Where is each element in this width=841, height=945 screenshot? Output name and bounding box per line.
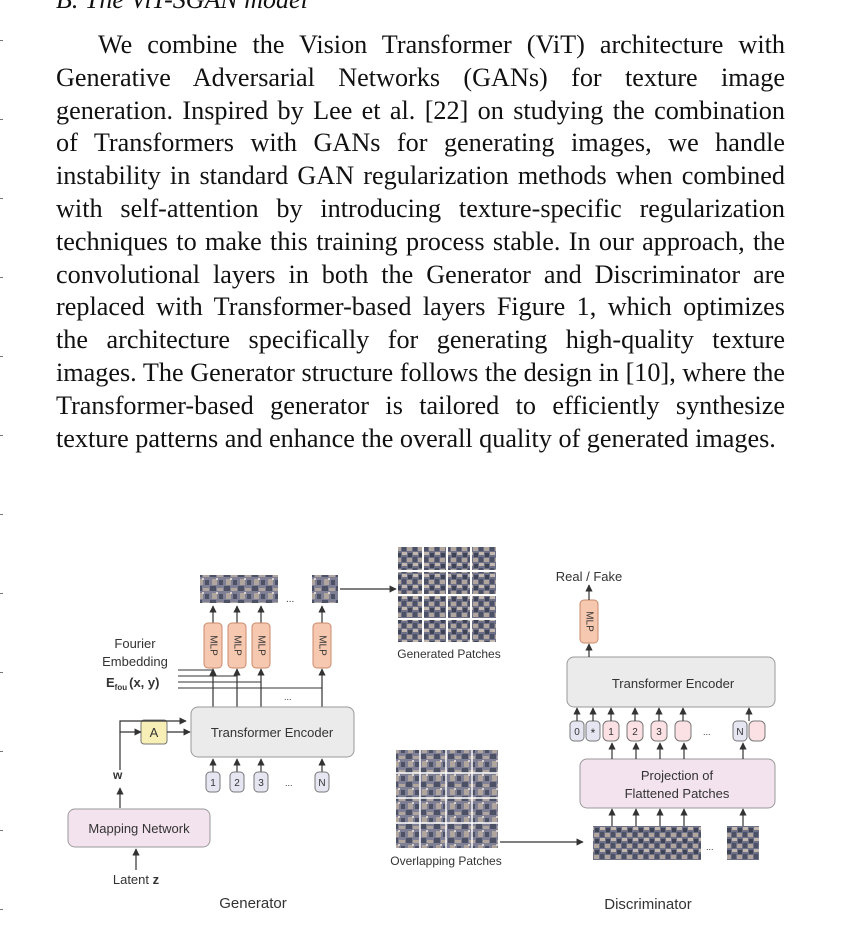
latent-z-label: Latent z	[113, 872, 160, 887]
mapping-network-box: Mapping Network	[67, 808, 211, 848]
generator-token-n: N	[314, 771, 330, 793]
svg-text:*: *	[591, 726, 596, 740]
generated-patches-label: Generated Patches	[397, 647, 500, 661]
discriminator-token-3: 3	[650, 720, 668, 742]
svg-text:MLP: MLP	[231, 635, 242, 656]
discriminator-token-0: 0	[569, 720, 585, 742]
generated-patches-grid	[398, 547, 496, 642]
discriminator-token-ellipsis: ...	[703, 727, 711, 737]
fourier-embedding-label-line2: Embedding	[102, 654, 168, 669]
discriminator-token-star: *	[585, 720, 601, 742]
edge-tick	[0, 277, 3, 278]
svg-text:1: 1	[210, 778, 216, 789]
svg-text:N: N	[318, 778, 325, 789]
generator-output-ellipsis: ...	[286, 594, 294, 605]
generator-section: ... MLP MLP MLP MLP	[67, 547, 501, 912]
generator-mlp-1: MLP	[203, 622, 223, 669]
generator-token-ellipsis: ...	[285, 778, 293, 788]
discriminator-token-4	[674, 720, 692, 742]
edge-tick	[0, 593, 3, 594]
generator-token-2: 2	[229, 771, 245, 793]
discriminator-transformer-encoder: Transformer Encoder	[566, 656, 776, 708]
generator-token-3: 3	[253, 771, 269, 793]
svg-text:Flattened Patches: Flattened Patches	[625, 786, 730, 801]
discriminator-section: Overlapping Patches ... Projection of Fl…	[390, 569, 776, 913]
generator-output-patch-n	[312, 575, 338, 603]
discriminator-token-n: N	[732, 720, 766, 742]
svg-text:Transformer Encoder: Transformer Encoder	[211, 725, 334, 740]
svg-text:MLP: MLP	[583, 611, 594, 632]
discriminator-input-ellipsis: ...	[706, 842, 714, 852]
generator-mlp-3: MLP	[251, 622, 271, 669]
edge-tick	[0, 119, 3, 120]
svg-text:MLP: MLP	[207, 635, 218, 656]
svg-text:Projection of: Projection of	[641, 768, 714, 783]
svg-text:MLP: MLP	[255, 635, 266, 656]
svg-text:3: 3	[258, 778, 264, 789]
generator-mlp-2: MLP	[227, 622, 247, 669]
generator-transformer-encoder: Transformer Encoder	[190, 706, 355, 758]
edge-tick	[0, 40, 3, 41]
discriminator-input-patches	[593, 826, 701, 860]
svg-text:Transformer Encoder: Transformer Encoder	[612, 676, 735, 691]
discriminator-input-patch-n	[727, 826, 759, 860]
svg-text:2: 2	[234, 778, 240, 789]
edge-tick	[0, 435, 3, 436]
architecture-diagram: ... MLP MLP MLP MLP	[67, 547, 776, 913]
svg-text:1: 1	[608, 727, 614, 738]
edge-tick	[0, 356, 3, 357]
generator-mlp-n: MLP	[312, 622, 332, 669]
svg-text:0: 0	[574, 727, 580, 738]
projection-flattened-patches-box: Projection of Flattened Patches	[579, 758, 776, 809]
overlapping-patches-grid	[396, 750, 498, 848]
discriminator-title: Discriminator	[604, 896, 692, 913]
edge-tick	[0, 830, 3, 831]
body-paragraph: We combine the Vision Transformer (ViT) …	[56, 30, 785, 453]
section-heading: B. The ViT-SGAN model	[56, 0, 308, 14]
fourier-embedding-label-line1: Fourier	[114, 636, 156, 651]
w-label: w	[112, 768, 123, 782]
discriminator-token-2: 2	[626, 720, 644, 742]
svg-text:MLP: MLP	[316, 635, 327, 656]
fourier-ellipsis: ...	[284, 692, 292, 702]
svg-text:2: 2	[632, 727, 638, 738]
generator-title: Generator	[219, 895, 287, 912]
generator-token-1: 1	[205, 771, 221, 793]
svg-text:3: 3	[656, 727, 662, 738]
edge-tick	[0, 514, 3, 515]
discriminator-token-1: 1	[602, 720, 620, 742]
edge-tick	[0, 672, 3, 673]
discriminator-mlp: MLP	[579, 599, 599, 644]
overlapping-patches-label: Overlapping Patches	[390, 854, 501, 868]
figure-architecture: ... MLP MLP MLP MLP	[0, 530, 841, 945]
edge-tick	[0, 751, 3, 752]
adain-a-box: A	[140, 719, 168, 745]
real-fake-label: Real / Fake	[556, 569, 622, 584]
svg-text:Mapping Network: Mapping Network	[88, 821, 190, 836]
svg-text:A: A	[150, 725, 159, 740]
edge-tick	[0, 198, 3, 199]
edge-tick	[0, 909, 3, 910]
page-edge-marks	[0, 0, 4, 945]
svg-text:N: N	[736, 727, 743, 738]
generator-output-patches	[200, 575, 278, 603]
fourier-embedding-formula: Efou(x, y)	[106, 675, 159, 692]
